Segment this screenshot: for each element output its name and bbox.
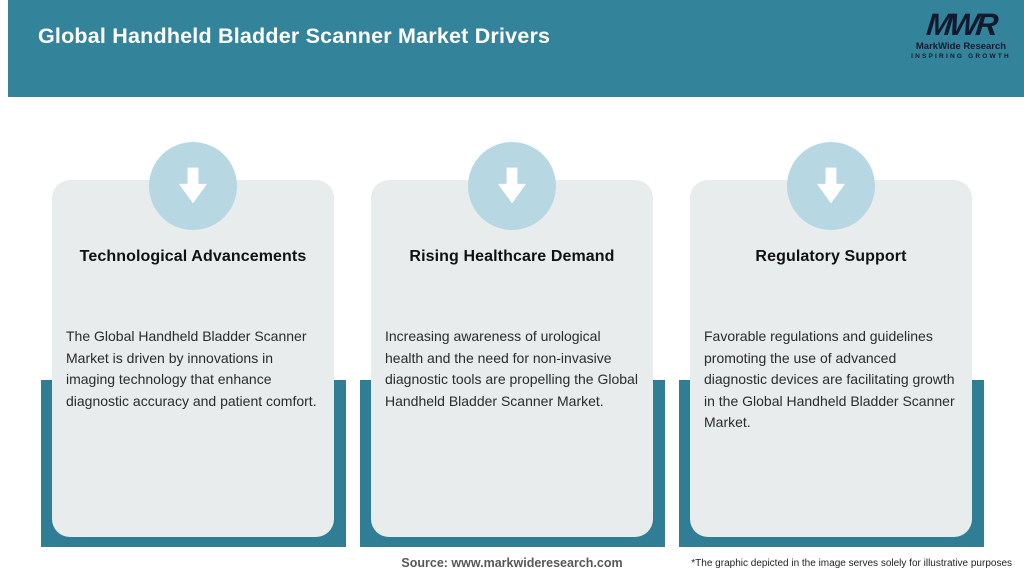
logo-company-name: MarkWide Research xyxy=(915,41,1007,52)
down-arrow-icon xyxy=(149,142,237,230)
card-body: Increasing awareness of urological healt… xyxy=(385,328,638,409)
card-body: Favorable regulations and guidelines pro… xyxy=(704,328,955,430)
card-panel: Technological Advancements The Global Ha… xyxy=(52,180,334,537)
down-arrow-icon xyxy=(468,142,556,230)
header-banner: Global Handheld Bladder Scanner Market D… xyxy=(8,0,1024,97)
down-arrow-icon xyxy=(787,142,875,230)
driver-card-technological-advancements: Technological Advancements The Global Ha… xyxy=(41,142,346,547)
card-title: Regulatory Support xyxy=(755,248,907,265)
source-text: Source: www.markwideresearch.com xyxy=(401,556,623,570)
driver-card-rising-healthcare-demand: Rising Healthcare Demand Increasing awar… xyxy=(360,142,665,547)
card-title: Technological Advancements xyxy=(79,248,307,265)
mwr-logo-icon: MWR xyxy=(924,7,998,42)
card-panel: Rising Healthcare Demand Increasing awar… xyxy=(371,180,653,537)
disclaimer-text: *The graphic depicted in the image serve… xyxy=(691,558,1012,569)
logo-tagline: INSPIRING GROWTH xyxy=(911,53,1011,60)
card-body: The Global Handheld Bladder Scanner Mark… xyxy=(66,328,317,409)
card-title: Rising Healthcare Demand xyxy=(409,248,615,265)
card-panel: Regulatory Support Favorable regulations… xyxy=(690,180,972,537)
markwide-research-logo: MWR MarkWide Research INSPIRING GROWTH xyxy=(911,7,1011,60)
page-title: Global Handheld Bladder Scanner Market D… xyxy=(38,24,551,48)
driver-card-regulatory-support: Regulatory Support Favorable regulations… xyxy=(679,142,984,547)
